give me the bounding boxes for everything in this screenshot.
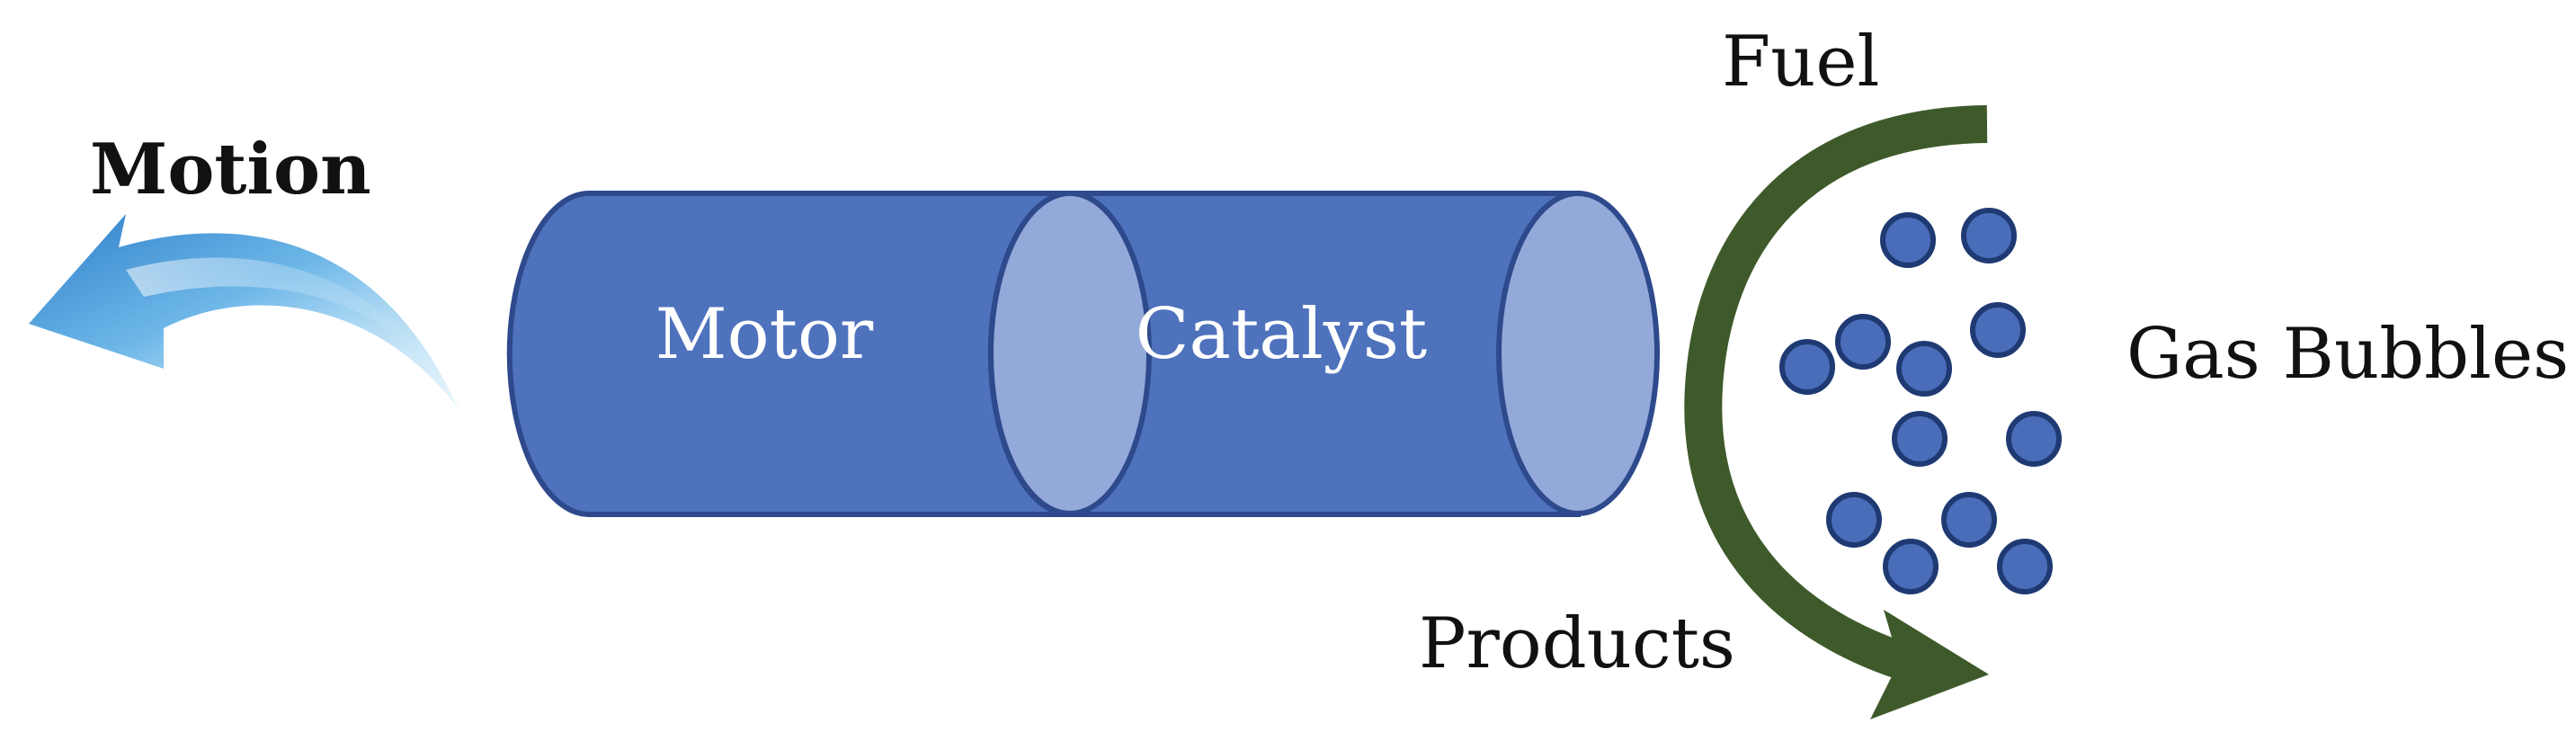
gas-bubble	[1892, 411, 1948, 467]
catalyst-label: Catalyst	[1136, 294, 1427, 375]
motor-cylinder	[506, 191, 1073, 517]
fuel-label: Fuel	[1722, 22, 1879, 103]
gas-bubbles-label: Gas Bubbles	[2126, 314, 2569, 395]
products-label: Products	[1419, 603, 1735, 684]
gas-bubble	[1941, 492, 1997, 548]
gas-bubbles	[1779, 208, 2062, 594]
gas-bubble	[1880, 212, 1936, 268]
gas-bubble	[1779, 339, 1835, 395]
catalyst-end-face	[1496, 191, 1660, 516]
gas-bubble	[1835, 314, 1891, 370]
motor-end-face	[988, 191, 1152, 516]
gas-bubble	[1826, 492, 1882, 548]
motor-label: Motor	[655, 294, 874, 375]
gas-bubble	[1961, 208, 2017, 263]
motion-label: Motion	[90, 129, 371, 210]
gas-bubble	[1970, 302, 2026, 358]
gas-bubble	[2006, 411, 2062, 467]
gas-bubble	[1997, 539, 2053, 594]
catalyst-cylinder	[987, 191, 1660, 517]
gas-bubble	[1896, 341, 1952, 397]
motion-arrow-icon	[29, 214, 459, 409]
gas-bubble	[1883, 539, 1939, 594]
flow-arrow-icon	[1684, 105, 1989, 719]
